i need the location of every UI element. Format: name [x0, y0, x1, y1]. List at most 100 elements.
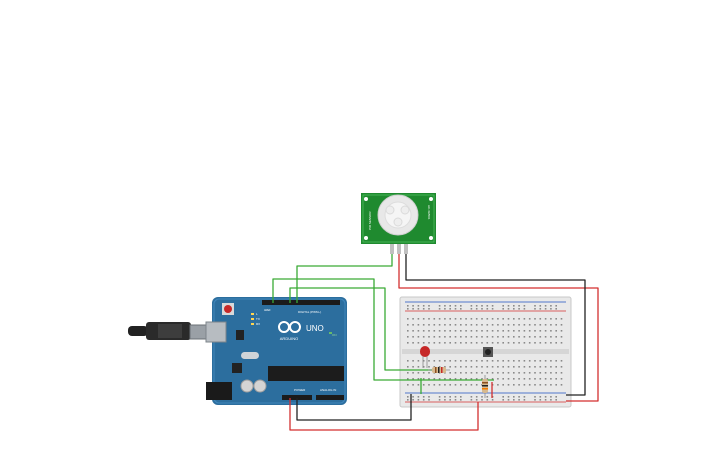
breadboard-hole[interactable] [444, 308, 446, 310]
breadboard-hole[interactable] [433, 378, 436, 380]
breadboard-hole[interactable] [481, 366, 483, 368]
breadboard-hole[interactable] [454, 342, 457, 344]
breadboard-hole[interactable] [491, 399, 494, 401]
breadboard-hole[interactable] [444, 336, 446, 338]
breadboard-hole[interactable] [428, 336, 430, 338]
breadboard-hole[interactable] [491, 378, 494, 380]
breadboard-hole[interactable] [481, 336, 483, 338]
breadboard-hole[interactable] [449, 305, 451, 307]
breadboard-hole[interactable] [460, 384, 462, 386]
breadboard-hole[interactable] [460, 308, 462, 310]
breadboard-hole[interactable] [454, 318, 457, 320]
breadboard-hole[interactable] [555, 336, 557, 338]
breadboard-hole[interactable] [507, 336, 510, 338]
breadboard-hole[interactable] [491, 318, 494, 320]
breadboard-hole[interactable] [550, 396, 552, 398]
breadboard-hole[interactable] [417, 360, 420, 362]
breadboard-hole[interactable] [518, 372, 520, 374]
breadboard-hole[interactable] [555, 399, 557, 401]
wire-red-5v[interactable] [289, 398, 479, 431]
breadboard-hole[interactable] [449, 396, 451, 398]
breadboard-hole[interactable] [523, 308, 526, 310]
breadboard-hole[interactable] [481, 360, 483, 362]
breadboard-hole[interactable] [449, 342, 451, 344]
breadboard-hole[interactable] [513, 396, 515, 398]
breadboard-hole[interactable] [481, 324, 483, 326]
breadboard-hole[interactable] [470, 396, 473, 398]
breadboard-hole[interactable] [412, 396, 414, 398]
breadboard-hole[interactable] [544, 336, 547, 338]
breadboard-hole[interactable] [528, 384, 531, 386]
breadboard-hole[interactable] [417, 366, 420, 368]
breadboard-hole[interactable] [422, 384, 425, 386]
breadboard-hole[interactable] [470, 360, 473, 362]
breadboard-hole[interactable] [454, 384, 457, 386]
breadboard-hole[interactable] [475, 342, 478, 344]
breadboard-hole[interactable] [454, 305, 457, 307]
breadboard-hole[interactable] [502, 336, 504, 338]
breadboard-hole[interactable] [407, 360, 409, 362]
breadboard-hole[interactable] [438, 330, 441, 332]
breadboard-hole[interactable] [486, 396, 489, 398]
breadboard-hole[interactable] [486, 366, 489, 368]
breadboard-hole[interactable] [491, 342, 494, 344]
breadboard-hole[interactable] [460, 324, 462, 326]
breadboard-hole[interactable] [428, 372, 430, 374]
breadboard-hole[interactable] [444, 396, 446, 398]
breadboard-hole[interactable] [470, 336, 473, 338]
breadboard-hole[interactable] [539, 318, 542, 320]
breadboard-hole[interactable] [518, 318, 520, 320]
breadboard-hole[interactable] [550, 399, 552, 401]
breadboard-hole[interactable] [444, 366, 446, 368]
pir-pin-gnd[interactable] [404, 244, 408, 254]
breadboard-hole[interactable] [422, 399, 425, 401]
breadboard-hole[interactable] [407, 378, 409, 380]
breadboard-hole[interactable] [497, 336, 499, 338]
wire-green-button[interactable] [272, 278, 494, 381]
breadboard-hole[interactable] [502, 372, 504, 374]
breadboard-hole[interactable] [555, 396, 557, 398]
breadboard-hole[interactable] [539, 396, 542, 398]
breadboard-hole[interactable] [513, 342, 515, 344]
breadboard-hole[interactable] [428, 360, 430, 362]
breadboard-hole[interactable] [555, 384, 557, 386]
breadboard-hole[interactable] [412, 308, 414, 310]
breadboard-hole[interactable] [481, 372, 483, 374]
breadboard-hole[interactable] [507, 318, 510, 320]
breadboard-hole[interactable] [534, 396, 536, 398]
breadboard-hole[interactable] [560, 378, 563, 380]
breadboard-hole[interactable] [412, 305, 414, 307]
breadboard-hole[interactable] [433, 360, 436, 362]
breadboard-hole[interactable] [438, 305, 441, 307]
breadboard-hole[interactable] [491, 305, 494, 307]
breadboard-hole[interactable] [539, 378, 542, 380]
breadboard-hole[interactable] [465, 366, 467, 368]
breadboard-hole[interactable] [528, 324, 531, 326]
breadboard-hole[interactable] [475, 336, 478, 338]
breadboard-hole[interactable] [513, 366, 515, 368]
breadboard-hole[interactable] [507, 330, 510, 332]
breadboard-hole[interactable] [544, 366, 547, 368]
breadboard-hole[interactable] [417, 399, 420, 401]
breadboard-hole[interactable] [454, 378, 457, 380]
breadboard-hole[interactable] [550, 378, 552, 380]
breadboard-hole[interactable] [470, 378, 473, 380]
breadboard-hole[interactable] [465, 360, 467, 362]
breadboard-hole[interactable] [534, 324, 536, 326]
breadboard-hole[interactable] [486, 330, 489, 332]
breadboard-hole[interactable] [544, 305, 547, 307]
breadboard-hole[interactable] [534, 330, 536, 332]
wire-black-pir-gnd[interactable] [405, 254, 586, 396]
breadboard-hole[interactable] [539, 384, 542, 386]
breadboard-hole[interactable] [428, 396, 430, 398]
breadboard-hole[interactable] [497, 330, 499, 332]
breadboard-hole[interactable] [513, 372, 515, 374]
breadboard-hole[interactable] [412, 336, 414, 338]
breadboard-hole[interactable] [550, 308, 552, 310]
breadboard-hole[interactable] [560, 324, 563, 326]
breadboard-hole[interactable] [438, 384, 441, 386]
breadboard-hole[interactable] [422, 342, 425, 344]
breadboard-hole[interactable] [460, 342, 462, 344]
push-button[interactable] [483, 347, 493, 357]
breadboard-hole[interactable] [465, 384, 467, 386]
